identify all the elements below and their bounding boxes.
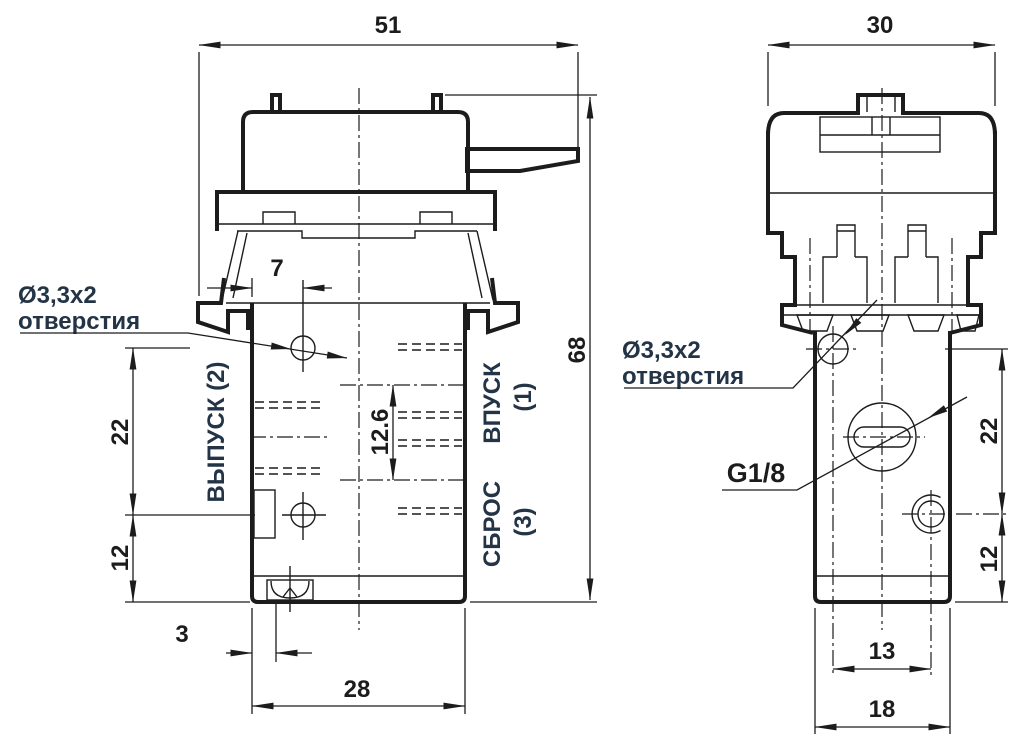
side-holes-label-line1: Ø3,3x2	[622, 337, 701, 364]
dim-22-12-front: 22 12	[107, 347, 255, 603]
side-terminals	[809, 224, 953, 332]
dim-30-text: 30	[867, 12, 894, 39]
dim-51-text: 51	[375, 12, 402, 39]
front-holes-label-line1: Ø3,3x2	[18, 282, 97, 309]
front-clamp-band	[215, 190, 497, 304]
dim-51: 51	[198, 12, 579, 296]
side-holes-label-line2: отверстия	[622, 363, 744, 390]
dim-12-side-text: 12	[976, 546, 1003, 573]
front-holes-leader-arrow-1	[270, 342, 291, 350]
dim-3-28: 3 28	[175, 600, 466, 714]
side-holes-label: Ø3,3x2 отверстия	[622, 299, 878, 390]
side-holes-leader-arrow	[845, 318, 862, 335]
g18-leader	[722, 396, 968, 491]
front-holes-leader-arrow-2	[326, 351, 347, 359]
dim-28-text: 28	[344, 676, 371, 703]
label-port-1-number: (1)	[510, 382, 537, 411]
dim-68: 68	[445, 94, 597, 603]
dim-13-18: 13 18	[814, 608, 951, 734]
front-body	[250, 303, 467, 604]
front-holes-label: Ø3,3x2 отверстия	[18, 282, 348, 359]
dim-12-6: 12.6	[367, 384, 397, 481]
side-body	[813, 331, 952, 604]
side-mounting-hole-bottom	[902, 490, 1008, 676]
front-mounting-hooks	[196, 277, 520, 335]
dim-22-front-text: 22	[107, 419, 134, 446]
dim-18-text: 18	[869, 696, 896, 723]
front-override-slot	[266, 566, 314, 612]
manual-lever	[465, 147, 580, 173]
front-mounting-hole-bottom	[253, 489, 326, 540]
side-flange	[784, 304, 980, 332]
front-cap-outline	[241, 93, 580, 194]
g18-leader-arrow	[928, 405, 948, 418]
side-cap-outline	[766, 93, 997, 335]
front-view: 51 7 22 12 12.6	[18, 12, 597, 714]
dim-13-text: 13	[869, 638, 896, 665]
front-holes-leader	[20, 332, 348, 359]
side-mounting-hole-top	[806, 326, 860, 676]
dim-68-text: 68	[564, 337, 591, 364]
label-port-1-inlet: ВПУСК	[479, 362, 506, 444]
side-g18-port	[843, 402, 925, 472]
dim-3-text: 3	[175, 621, 188, 648]
label-port-3-exhaust: СБРОС	[479, 481, 506, 567]
dim-12-front-text: 12	[107, 545, 134, 572]
dim-12-6-text: 12.6	[367, 409, 394, 456]
side-view: 30 22 12 13 18 Ø3,3x2 отверстия	[622, 12, 1008, 734]
front-hidden-lines-left	[250, 401, 330, 475]
dim-22-side-text: 22	[976, 418, 1003, 445]
front-holes-label-line2: отверстия	[18, 308, 140, 335]
front-mounting-hole-top	[290, 280, 316, 372]
label-port-2-outlet: ВЫПУСК (2)	[203, 362, 230, 503]
g18-label: G1/8	[722, 396, 968, 491]
dim-7: 7	[207, 255, 332, 297]
dim-22-12-side: 22 12	[945, 348, 1008, 603]
dim-7-text: 7	[270, 255, 283, 282]
dim-30: 30	[767, 12, 996, 106]
front-hidden-lines-right	[340, 343, 463, 515]
label-port-3-number: (3)	[510, 507, 537, 536]
g18-label-text: G1/8	[727, 458, 786, 488]
